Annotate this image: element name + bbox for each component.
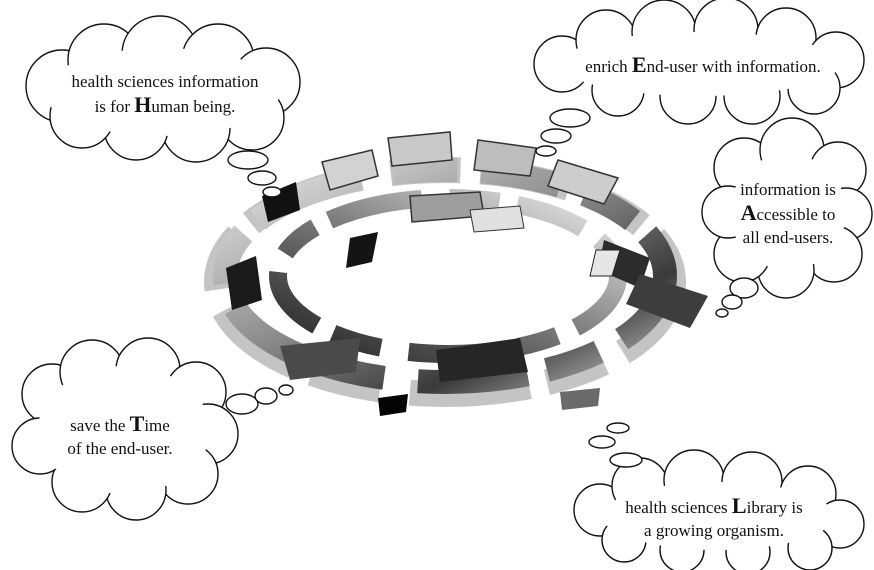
thought-fragment: save the (70, 416, 129, 435)
thought-text-human: health sciences information is for Human… (58, 70, 272, 118)
ring-segment (560, 388, 600, 410)
thought-fragment: ime (144, 416, 170, 435)
ring-segment (378, 394, 408, 416)
highlight-letter-t: T (130, 411, 145, 436)
thought-bubble (716, 309, 728, 317)
highlight-letter-e: E (632, 52, 647, 77)
thought-text-library: health sciences Library is a growing org… (596, 494, 832, 542)
thought-bubble (536, 146, 556, 156)
thought-bubble (226, 394, 258, 414)
thought-line: information is (728, 178, 848, 201)
thought-line: Accessible to (728, 201, 848, 226)
thought-fragment: uman being. (151, 97, 235, 116)
thought-fragment: nd-user with information. (647, 57, 821, 76)
thought-bubble (255, 388, 277, 404)
thought-bubble (263, 187, 281, 197)
letter-block-a (474, 140, 536, 176)
thought-bubble (610, 453, 642, 467)
thought-bubble (541, 129, 571, 143)
thought-line: is for Human being. (58, 93, 272, 118)
thought-fragment: ccessible to (757, 205, 836, 224)
letter-ring (217, 132, 708, 416)
thought-text-time: save the Time of the end-user. (36, 412, 204, 460)
highlight-letter-a: A (741, 200, 757, 225)
letter-block-e (388, 132, 452, 166)
thought-bubble (248, 171, 276, 185)
ring-segment (470, 206, 524, 232)
thought-bubble (722, 295, 742, 309)
thought-line: enrich End-user with information. (568, 53, 838, 78)
highlight-letter-h: H (134, 92, 151, 117)
thought-bubble (228, 151, 268, 169)
thought-line: health sciences Library is (596, 494, 832, 519)
thought-line: save the Time (36, 412, 204, 437)
thought-bubble (550, 109, 590, 127)
thought-fragment: health sciences (625, 498, 732, 517)
thought-text-accessible: information is Accessible to all end-use… (728, 178, 848, 249)
thought-text-enduser: enrich End-user with information. (568, 53, 838, 78)
thought-fragment: enrich (585, 57, 632, 76)
thought-line: all end-users. (728, 226, 848, 249)
thought-line: of the end-user. (36, 437, 204, 460)
thought-bubble (589, 436, 615, 448)
thought-fragment: is for (95, 97, 135, 116)
ring-inner (278, 198, 618, 354)
ring-segment (346, 232, 378, 268)
thought-fragment: ibrary is (747, 498, 803, 517)
thought-line: a growing organism. (596, 519, 832, 542)
thought-bubble (279, 385, 293, 395)
thought-line: health sciences information (58, 70, 272, 93)
highlight-letter-l: L (732, 493, 747, 518)
thought-bubble (607, 423, 629, 433)
letter-block-h (322, 150, 378, 190)
